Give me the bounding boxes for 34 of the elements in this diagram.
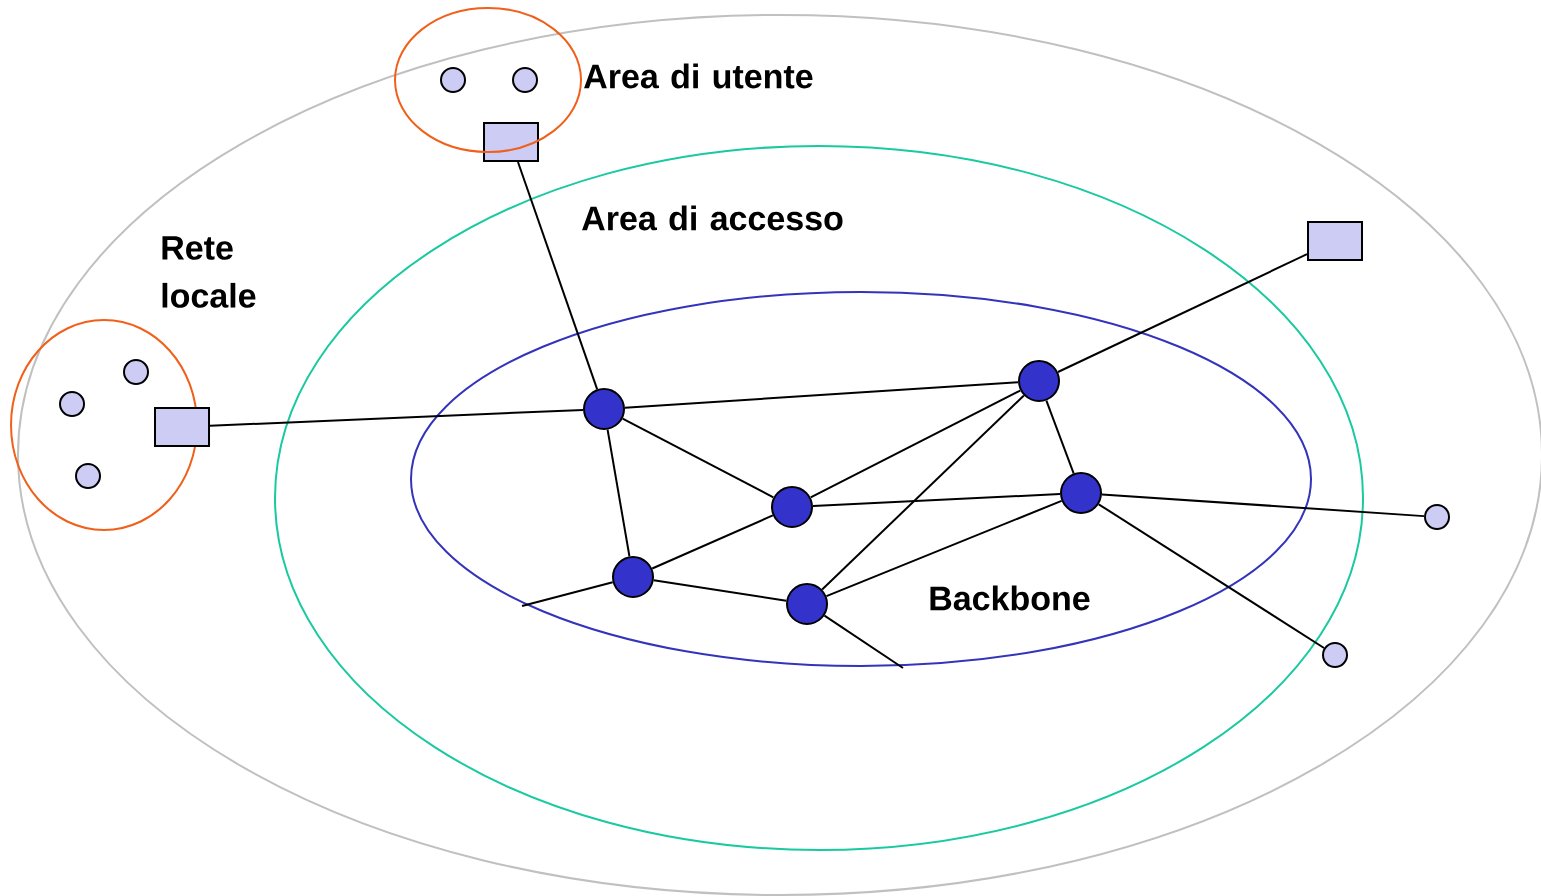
link-line: [809, 389, 1022, 499]
link-line: [1097, 503, 1326, 649]
link-line: [652, 579, 788, 602]
link-line: [651, 514, 774, 570]
host-circle: [512, 67, 538, 93]
router-circle: [1060, 472, 1102, 514]
router-circle: [1018, 360, 1060, 402]
router-circle: [583, 388, 625, 430]
link-line: [621, 417, 775, 499]
link-line: [823, 614, 904, 669]
link-line: [1057, 253, 1308, 373]
link-line: [521, 581, 614, 607]
area-label: Rete locale: [162, 236, 256, 308]
link-line: [517, 161, 599, 391]
host-circle: [1424, 504, 1450, 530]
link-line: [1045, 399, 1075, 475]
link-line: [812, 493, 1062, 507]
link-line: [623, 381, 1020, 409]
link-line: [209, 408, 585, 427]
link-line: [606, 428, 631, 558]
router-circle: [786, 583, 828, 625]
host-circle: [123, 359, 149, 385]
terminal-square: [1307, 221, 1363, 261]
router-circle: [612, 556, 654, 598]
host-circle: [75, 463, 101, 489]
link-line: [825, 499, 1063, 598]
host-circle: [440, 67, 466, 93]
link-line: [1100, 493, 1426, 518]
terminal-square: [483, 122, 539, 162]
host-circle: [1322, 642, 1348, 668]
link-line: [821, 394, 1025, 591]
host-circle: [59, 391, 85, 417]
router-circle: [771, 486, 813, 528]
terminal-square: [154, 407, 210, 447]
